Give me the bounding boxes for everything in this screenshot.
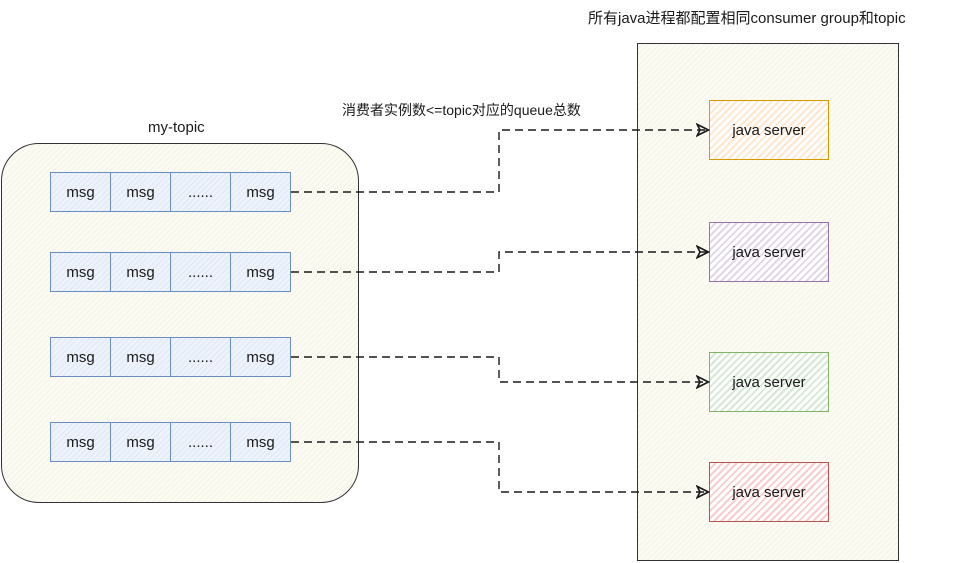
message-cell: msg [111, 423, 171, 461]
message-cell: msg [111, 173, 171, 211]
topic-title: my-topic [148, 119, 205, 136]
connector-queue-3-to-server-3[interactable] [291, 356, 707, 382]
message-cell: msg [51, 253, 111, 291]
queue-ellipsis-cell: ...... [171, 338, 231, 376]
connector-queue-1-to-server-1[interactable] [291, 130, 707, 193]
message-cell: msg [246, 433, 275, 451]
message-cell: msg [246, 348, 275, 366]
java-server-3[interactable]: java server [709, 352, 829, 412]
java-server-1[interactable]: java server [709, 100, 829, 160]
queue-ellipsis-cell: ...... [171, 173, 231, 211]
constraint-label: 消费者实例数<=topic对应的queue总数 [342, 102, 581, 118]
message-cell: msg [51, 338, 111, 376]
message-cell: msg [246, 263, 275, 281]
java-server-2[interactable]: java server [709, 222, 829, 282]
message-cell: msg [51, 423, 111, 461]
message-cell: msg [111, 253, 171, 291]
connector-queue-2-to-server-2[interactable] [291, 252, 707, 273]
connector-queue-4-to-server-4[interactable] [291, 441, 707, 492]
message-cell: msg [111, 338, 171, 376]
message-cell: msg [246, 183, 275, 201]
java-server-4[interactable]: java server [709, 462, 829, 522]
queue-ellipsis-cell: ...... [171, 253, 231, 291]
message-cell: msg [51, 173, 111, 211]
queue-ellipsis-cell: ...... [171, 423, 231, 461]
consumer-group-title: 所有java进程都配置相同consumer group和topic [588, 10, 906, 27]
